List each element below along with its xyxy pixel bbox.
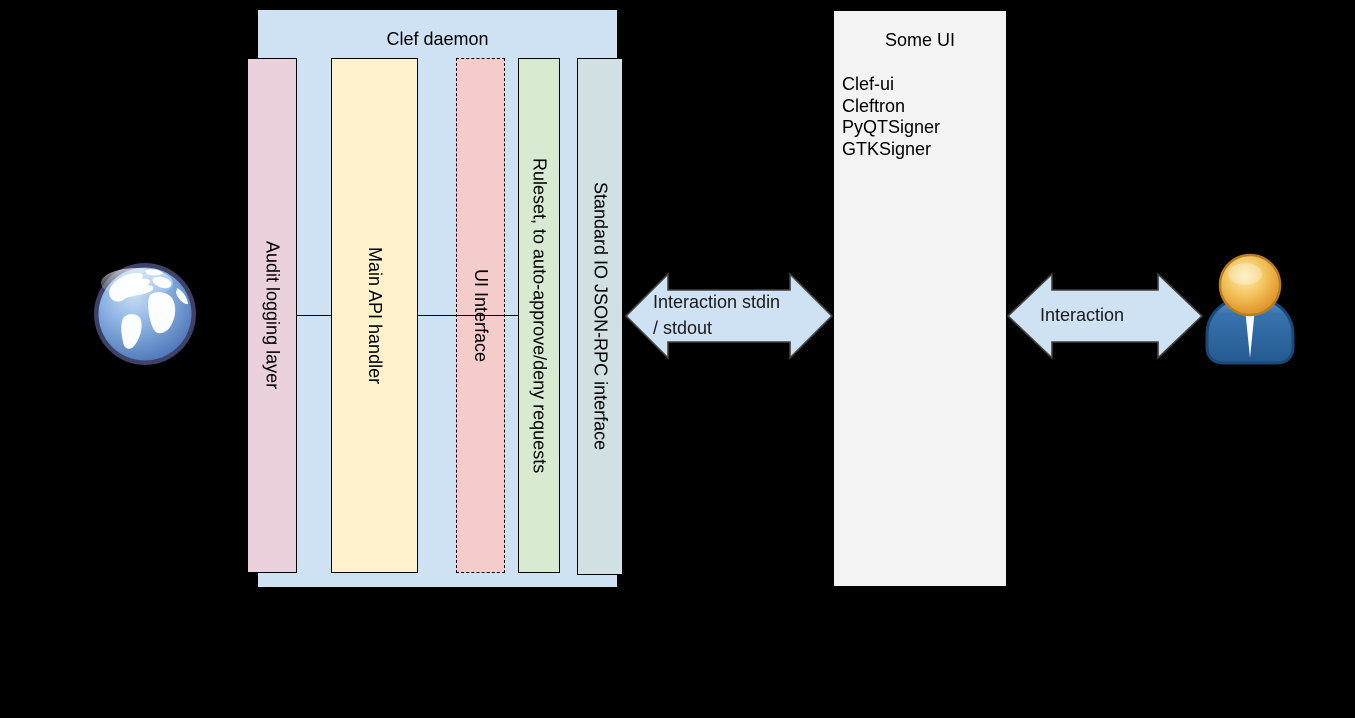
bar-audit-logging-layer: Audit logging layer [247,58,297,573]
bar-audit-logging-layer-label: Audit logging layer [262,241,283,390]
interaction-stdio-arrow-label: Interaction stdin / stdout [653,289,803,341]
interaction-stdio-arrow-label-line2: / stdout [653,318,713,338]
bar-ruleset-label: Ruleset, to auto-approve/deny requests [529,157,550,474]
some-ui-title: Some UI [884,30,956,50]
globe-icon [94,263,196,365]
interaction-stdio-arrow-label-line1: Interaction stdin [653,292,781,312]
some-ui-item-cleftron: Cleftron [842,95,906,116]
clef-daemon-box: Clef daemon [258,10,617,587]
bar-ruleset: Ruleset, to auto-approve/deny requests [518,58,560,573]
bar-stdio-jsonrpc-label: Standard IO JSON-RPC interface [590,182,611,451]
interaction-arrow [1007,272,1203,360]
interaction-stdio-arrow [625,272,833,360]
some-ui-box: Some UI Clef-ui Cleftron PyQTSigner GTKS… [833,10,1007,587]
bar-stdio-jsonrpc: Standard IO JSON-RPC interface [577,58,623,575]
bar-main-api-handler-label: Main API handler [365,246,385,385]
connector-mainapi-to-ruleset [418,315,518,316]
some-ui-item-pyqtsigner: PyQTSigner [842,117,941,137]
bar-main-api-handler: Main API handler [331,58,418,573]
some-ui-item-clef-ui: Clef-ui [842,74,895,94]
some-ui-list: Clef-ui Cleftron PyQTSigner GTKSigner [842,74,940,160]
connector-audit-to-mainapi [297,315,331,316]
some-ui-item-gtksigner: GTKSigner [842,138,932,159]
interaction-arrow-label: Interaction [1039,305,1125,325]
user-icon [1205,253,1295,365]
clef-daemon-title: Clef daemon [386,29,489,49]
